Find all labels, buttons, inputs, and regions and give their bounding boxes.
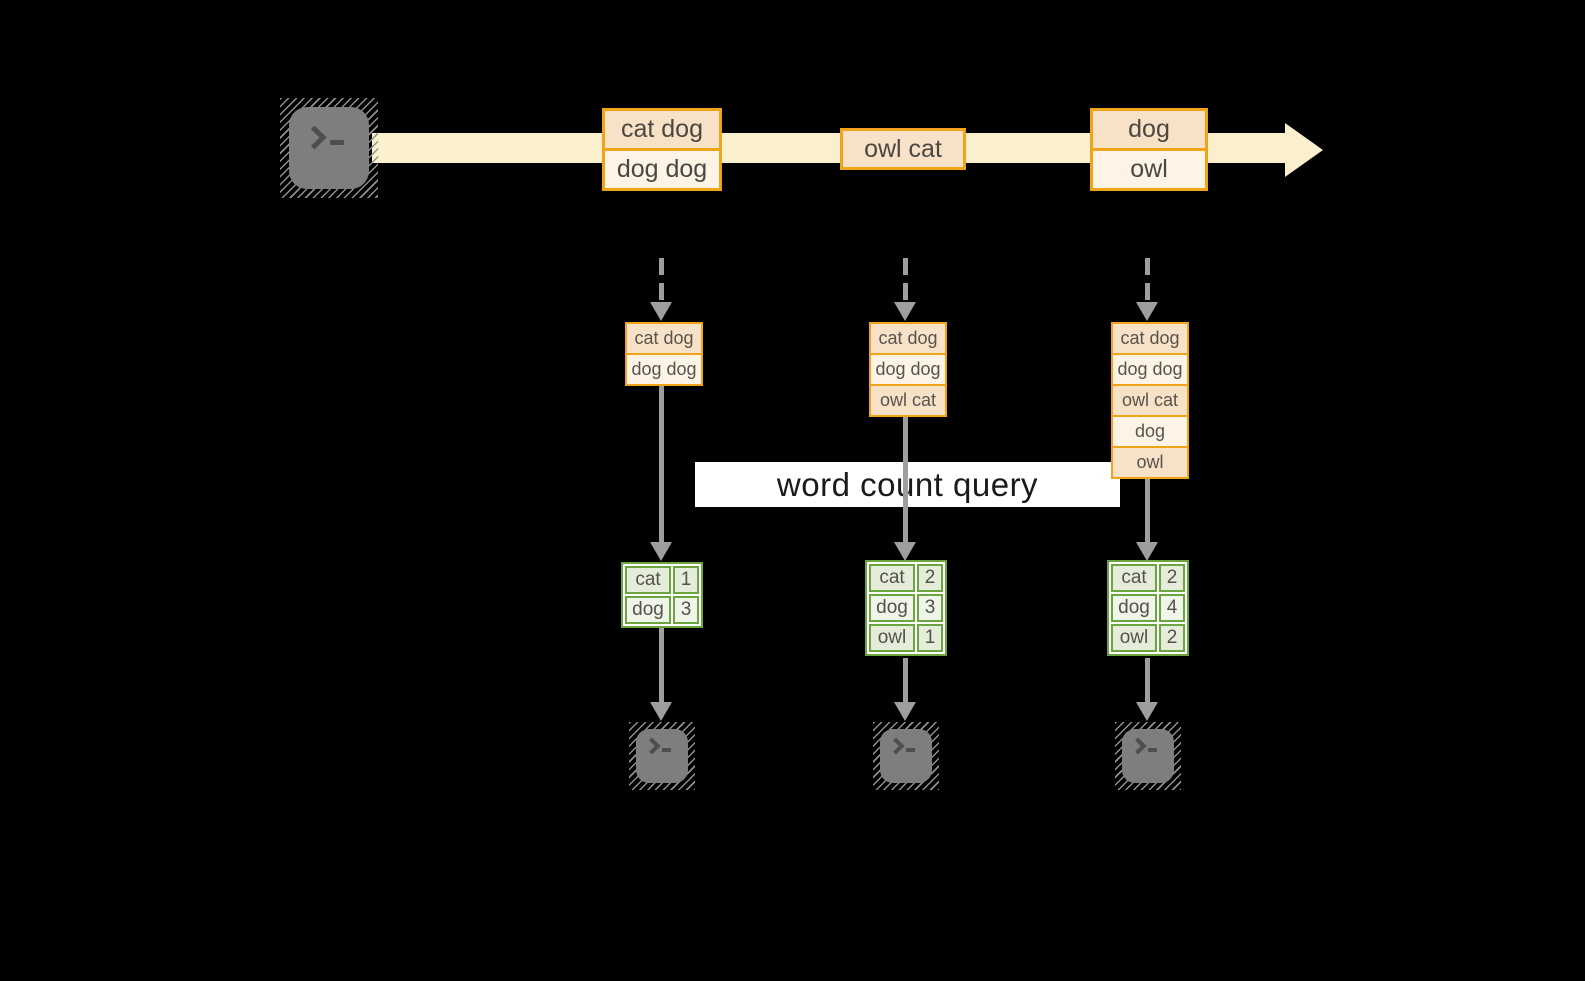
chevron-right-icon [887, 737, 905, 755]
chevron-right-icon [302, 125, 327, 150]
count-table-2: cat 2 dog 3 owl 1 [865, 560, 947, 656]
ingest-arrow-2 [894, 258, 916, 321]
buffer-row: dog dog [1113, 353, 1187, 384]
count-value-cell: 3 [917, 594, 943, 622]
buffer-row: owl cat [1113, 384, 1187, 415]
process-arrow-1 [650, 386, 672, 561]
count-value-cell: 4 [1159, 594, 1185, 622]
stream-event: cat dog [605, 111, 719, 148]
count-word-cell: owl [869, 624, 915, 652]
terminal-body [1122, 729, 1174, 783]
count-value-cell: 1 [917, 624, 943, 652]
terminal-body [636, 729, 688, 783]
terminal-prompt-icon [1129, 737, 1157, 755]
count-word-cell: dog [869, 594, 915, 622]
stream-event: owl cat [843, 131, 963, 167]
ingest-arrow-3 [1136, 258, 1158, 321]
buffer-row: cat dog [1113, 324, 1187, 353]
stream-event-group-3: dog owl [1090, 108, 1208, 191]
sink-terminal-icon-1 [629, 722, 695, 790]
underscore-cursor-icon [662, 748, 671, 752]
output-arrow-3 [1136, 658, 1158, 721]
count-word-cell: dog [625, 596, 671, 624]
buffer-row: cat dog [627, 324, 701, 353]
stream-event-group-1: cat dog dog dog [602, 108, 722, 191]
sink-terminal-icon-2 [873, 722, 939, 790]
stream-event: dog dog [605, 148, 719, 188]
count-value-cell: 3 [673, 596, 699, 624]
stream-arrowhead-icon [1285, 123, 1323, 177]
underscore-cursor-icon [906, 748, 915, 752]
terminal-body [289, 107, 369, 189]
buffer-stack-2: cat dog dog dog owl cat [869, 322, 947, 417]
underscore-cursor-icon [1148, 748, 1157, 752]
count-table-1: cat 1 dog 3 [621, 562, 703, 628]
count-word-cell: cat [869, 564, 915, 592]
count-word-cell: owl [1111, 624, 1157, 652]
buffer-row: cat dog [871, 324, 945, 353]
underscore-cursor-icon [330, 140, 344, 145]
stream-event: owl [1093, 148, 1205, 188]
buffer-row: owl cat [871, 384, 945, 415]
buffer-row: dog dog [871, 353, 945, 384]
chevron-right-icon [643, 737, 661, 755]
buffer-row: dog dog [627, 353, 701, 384]
query-banner: word count query [695, 462, 1120, 507]
buffer-row: owl [1113, 446, 1187, 477]
buffer-stack-3: cat dog dog dog owl cat dog owl [1111, 322, 1189, 479]
terminal-prompt-icon [643, 737, 671, 755]
buffer-stack-1: cat dog dog dog [625, 322, 703, 386]
output-arrow-1 [650, 628, 672, 721]
terminal-prompt-icon [302, 125, 344, 150]
count-value-cell: 1 [673, 566, 699, 594]
chevron-right-icon [1129, 737, 1147, 755]
count-table-3: cat 2 dog 4 owl 2 [1107, 560, 1189, 656]
sink-terminal-icon-3 [1115, 722, 1181, 790]
source-terminal-icon [280, 98, 378, 198]
terminal-prompt-icon [887, 737, 915, 755]
output-arrow-2 [894, 658, 916, 721]
process-arrow-2 [894, 417, 916, 561]
count-word-cell: cat [1111, 564, 1157, 592]
buffer-row: dog [1113, 415, 1187, 446]
count-word-cell: cat [625, 566, 671, 594]
count-value-cell: 2 [1159, 624, 1185, 652]
ingest-arrow-1 [650, 258, 672, 321]
stream-event-group-2: owl cat [840, 128, 966, 170]
stream-event: dog [1093, 111, 1205, 148]
count-value-cell: 2 [917, 564, 943, 592]
count-word-cell: dog [1111, 594, 1157, 622]
process-arrow-3 [1136, 479, 1158, 561]
terminal-body [880, 729, 932, 783]
count-value-cell: 2 [1159, 564, 1185, 592]
